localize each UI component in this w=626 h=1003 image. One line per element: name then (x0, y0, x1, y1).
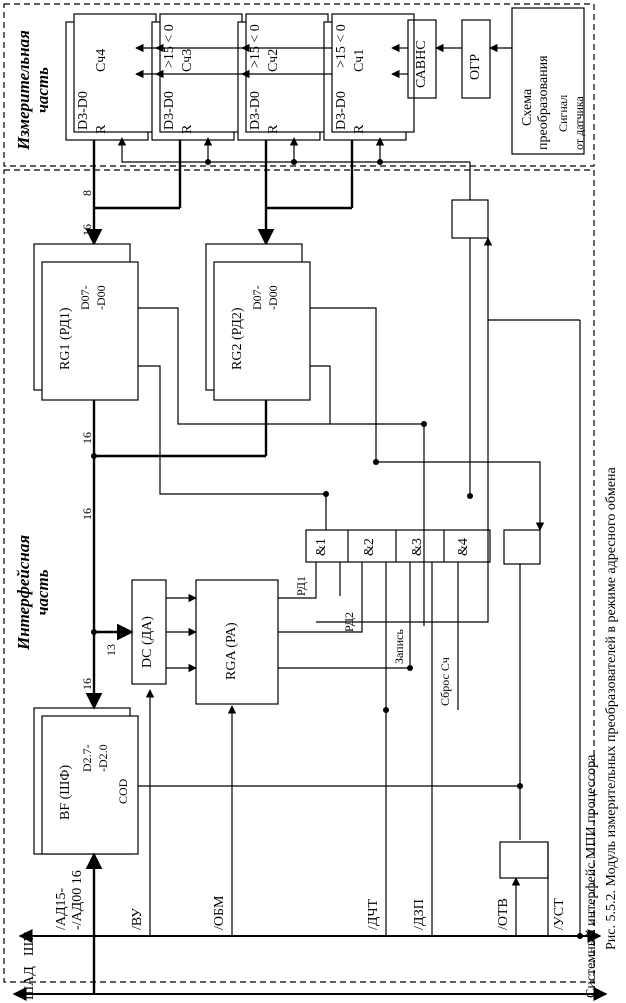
or1-gate (499, 841, 549, 879)
interface-part-frame (3, 169, 595, 983)
bus-label: Системный интерфейс МПИ процессора (584, 754, 599, 998)
scheme-label-2: преобразования (536, 55, 551, 150)
bf-name: BF (ШФ) (58, 764, 73, 820)
width-16-c: 16 (80, 508, 94, 520)
ogr-label: ОГР (468, 54, 483, 80)
counter1-cmp: >15 < 0 (334, 24, 349, 68)
width-16-d: 16 (80, 678, 94, 690)
savns-block (407, 19, 437, 99)
obm-label: /ОБМ (212, 895, 227, 931)
otv-label: /ОТВ (496, 898, 511, 930)
and4-label: &4 (456, 538, 471, 556)
and1-label: &1 (314, 538, 329, 556)
rga-name: RGA (РА) (224, 622, 239, 680)
counter3-io: D3-D0 (162, 91, 177, 130)
counter2-r: R (266, 124, 281, 134)
rg1-name: RG1 (РД1) (58, 307, 73, 370)
savns-label: САВНС (414, 40, 429, 88)
counter-block-4 (65, 13, 157, 141)
width-16-b: 16 (80, 432, 94, 444)
scheme-block (511, 7, 585, 155)
scheme-label-1: Схема (520, 88, 535, 126)
rd1-wire-label: РД1 (294, 576, 308, 596)
or3-gate (451, 199, 489, 239)
zapis-wire-label: Запись (392, 629, 406, 664)
counter1-r: R (352, 124, 367, 134)
and-gates-block (305, 529, 491, 563)
counter2-io: D3-D0 (248, 91, 263, 130)
width-13: 13 (104, 644, 118, 656)
dc-name: DC (ДА) (140, 616, 155, 668)
dzp-label: /ДЗП (412, 899, 427, 930)
bf-cod: COD (116, 778, 130, 804)
counter-block-1 (323, 13, 415, 141)
counter1-io: D3-D0 (334, 91, 349, 130)
rg2-name: RG2 (РД2) (230, 307, 245, 370)
signal-label-1: Сигнал (556, 94, 570, 132)
counter-block-2 (237, 13, 329, 141)
rd2-wire-label: РД2 (342, 612, 356, 632)
rg1-d-lo: -D00 (94, 285, 108, 310)
ogr-block (461, 19, 491, 99)
measuring-part-frame (3, 3, 595, 167)
or2-gate (503, 529, 541, 565)
counter4-io: D3-D0 (76, 91, 91, 130)
ad-label-2: -/АД00 16 (70, 870, 85, 930)
figure-caption: Рис. 5.5.2. Модуль измерительных преобра… (604, 467, 619, 950)
sbros-wire-label: Сброс Сч (438, 657, 452, 706)
shad-label: ШАД (22, 966, 37, 1000)
counter4-name: Сч4 (94, 48, 109, 72)
width-8-a: 8 (80, 190, 94, 196)
ad-label: /АД15- (54, 887, 69, 930)
signal-label-2: от датчика (572, 96, 586, 150)
counter-block-3 (151, 13, 243, 141)
width-16-a: 16 (80, 224, 94, 236)
rg2-block (205, 243, 311, 401)
and3-label: &3 (410, 538, 425, 556)
rg2-d-hi: D07- (250, 285, 264, 310)
counter2-cmp: >15 < 0 (248, 24, 263, 68)
bf-d27: D2.7- (80, 744, 94, 772)
shu-label: ШУ (22, 931, 37, 956)
counter3-cmp: >15 < 0 (162, 24, 177, 68)
counter1-name: Сч1 (352, 48, 367, 72)
rg2-d-lo: -D00 (266, 285, 280, 310)
counter3-r: R (180, 124, 195, 134)
and2-label: &2 (362, 538, 377, 556)
rga-block (195, 579, 279, 705)
rg1-block (33, 243, 139, 401)
dcht-label: /ДЧТ (366, 898, 381, 930)
bf-d20: -D2.0 (96, 744, 110, 772)
ust-label: /УСТ (552, 898, 567, 930)
counter4-r: R (94, 124, 109, 134)
counter3-name: Сч3 (180, 48, 195, 72)
vu-label: /ВУ (130, 907, 145, 930)
counter2-name: Сч2 (266, 48, 281, 72)
rg1-d-hi: D07- (78, 285, 92, 310)
bf-block (33, 707, 139, 855)
